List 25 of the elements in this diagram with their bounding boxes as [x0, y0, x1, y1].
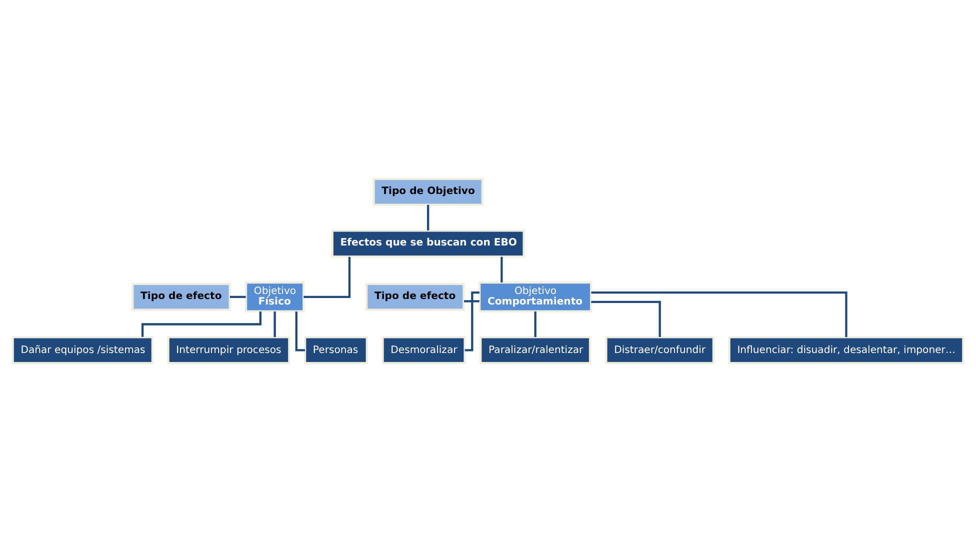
node-box: Personas: [304, 336, 368, 364]
node-box: Tipo de efecto: [365, 282, 465, 311]
node-box: Influenciar: disuadir, desalentar, imponer…: [728, 336, 964, 364]
node-box: Tipo de Objetivo: [372, 178, 484, 206]
connector: [591, 292, 848, 338]
node-box: Paralizar/ralentizar: [480, 336, 592, 364]
node-box: Objetivo Comportamiento: [478, 281, 592, 312]
connector: [230, 296, 246, 298]
node-box: Desmoralizar: [382, 336, 466, 364]
node-box: Tipo de efecto: [132, 282, 231, 311]
connector: [464, 292, 480, 352]
connector: [295, 311, 305, 352]
node-box: Distraer/confundir: [605, 336, 715, 364]
node-box: Efectos que se buscan con EBO: [331, 230, 525, 258]
connector: [591, 300, 661, 337]
connector: [141, 312, 262, 337]
connector: [274, 311, 276, 338]
connector: [464, 300, 480, 302]
connector: [304, 256, 351, 298]
node-box: Interrumpir procesos: [167, 336, 290, 364]
node-box: Dañar equipos /sistemas: [12, 336, 154, 364]
node-box: Objetivo Físico: [244, 281, 305, 312]
connector: [500, 256, 503, 282]
connector: [534, 311, 536, 338]
connector: [427, 204, 430, 230]
